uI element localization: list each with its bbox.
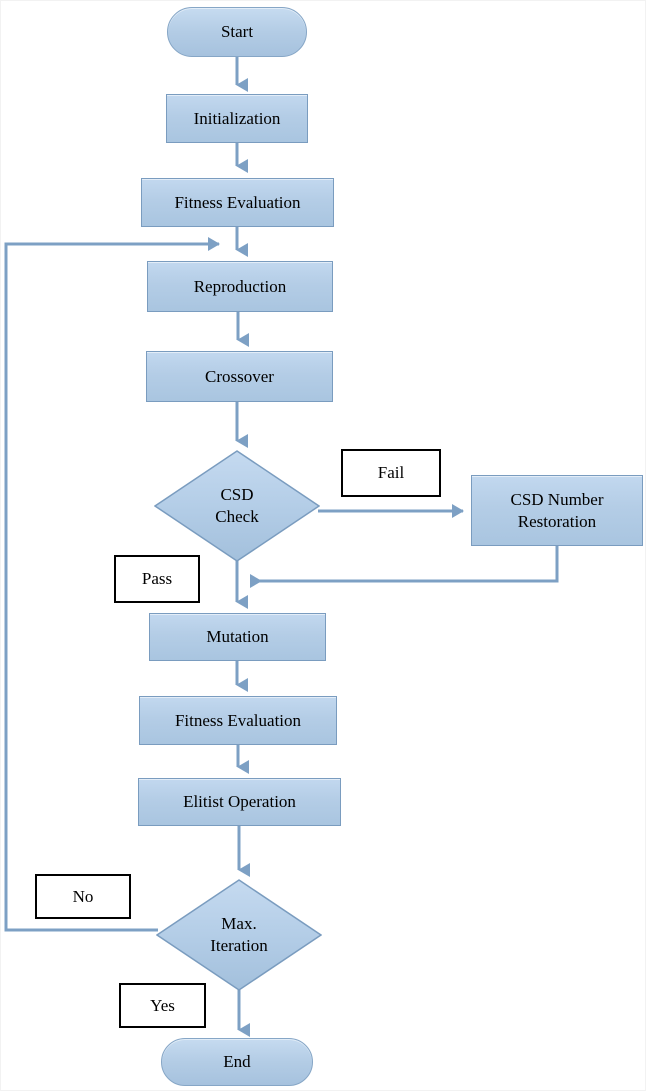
node-mutation[interactable]: Mutation [149,613,326,661]
node-elitist-operation-label: Elitist Operation [183,792,296,812]
edge-label-pass-text: Pass [141,569,173,588]
node-fitness-evaluation-1[interactable]: Fitness Evaluation [141,178,334,227]
edge-label-yes: Yes [119,983,206,1028]
node-end[interactable]: End [161,1038,313,1086]
edge-label-yes-text: Yes [150,995,175,1015]
node-csd-number-restoration-label-line2: Restoration [517,511,597,531]
node-csd-check-label-line1: CSD [220,485,254,505]
node-max-iteration-label-line2: Iteration [210,936,268,955]
node-initialization[interactable]: Initialization [166,94,308,143]
edge-label-no-text: No [72,886,94,906]
node-reproduction[interactable]: Reproduction [147,261,333,312]
node-fitness-evaluation-2-label: Fitness Evaluation [174,710,302,730]
edge-label-fail: Fail [341,449,441,497]
node-start[interactable]: Start [167,7,307,57]
node-initialization-label: Initialization [193,108,281,128]
node-csd-check-label-line2: Check [215,507,259,526]
node-start-label: Start [220,22,254,42]
node-csd-check[interactable]: CSD Check [154,450,320,562]
node-crossover[interactable]: Crossover [146,351,333,402]
node-fitness-evaluation-1-label: Fitness Evaluation [174,192,301,212]
edge-label-no: No [35,874,131,919]
node-elitist-operation[interactable]: Elitist Operation [138,778,341,826]
edge-label-fail-text: Fail [377,463,405,482]
node-reproduction-label: Reproduction [193,276,287,296]
node-fitness-evaluation-2[interactable]: Fitness Evaluation [139,696,337,745]
node-csd-number-restoration[interactable]: CSD Number Restoration [471,475,643,546]
node-csd-number-restoration-label-line1: CSD Number [510,489,604,509]
edge-label-pass: Pass [114,555,200,603]
node-crossover-label: Crossover [205,366,274,386]
node-max-iteration[interactable]: Max. Iteration [156,879,322,991]
node-end-label: End [223,1052,251,1072]
node-mutation-label: Mutation [206,627,269,647]
node-max-iteration-label-line1: Max. [221,914,257,934]
